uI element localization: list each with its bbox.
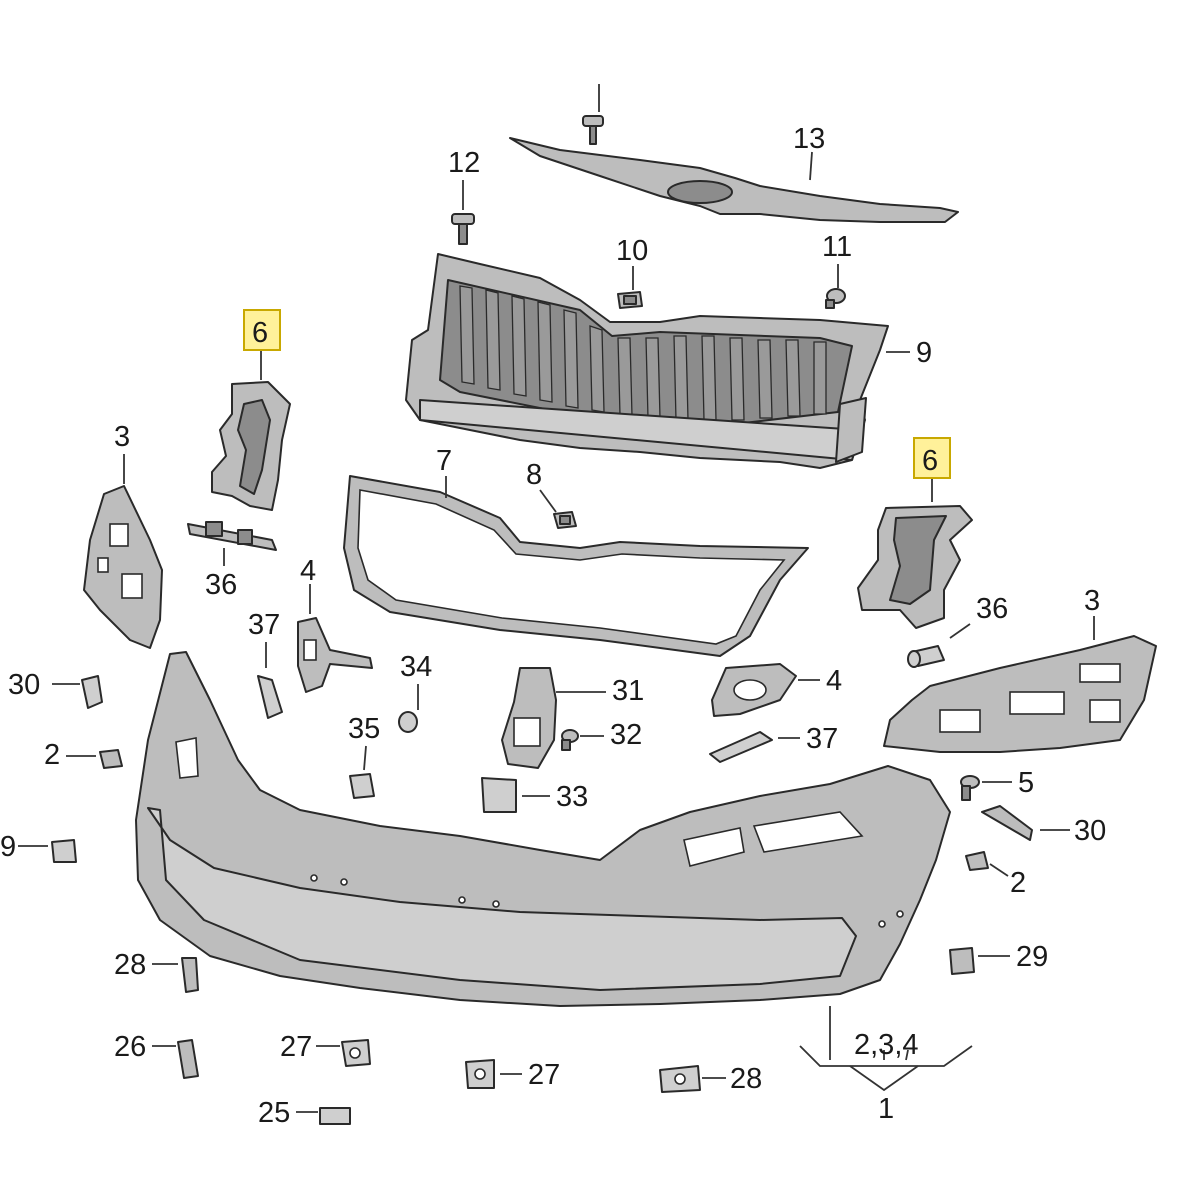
- clip-2-right[interactable]: [965, 851, 989, 871]
- highlight-6-right: [913, 437, 951, 479]
- part-6-left-bracket[interactable]: [211, 381, 291, 511]
- clip-8[interactable]: [553, 511, 577, 529]
- callout-8: 8: [526, 459, 542, 491]
- screw-11[interactable]: [825, 288, 846, 309]
- callout-4-right: 4: [826, 665, 842, 697]
- part-30-left[interactable]: [81, 675, 103, 709]
- part-4-left-trim[interactable]: [297, 617, 373, 693]
- callout-28-bottom: 28: [730, 1063, 762, 1095]
- callout-3-left: 3: [114, 421, 130, 453]
- part-6-right-bracket[interactable]: [857, 505, 973, 629]
- part-28-bottom-clip[interactable]: [659, 1065, 701, 1093]
- part-25-clip[interactable]: [319, 1107, 351, 1125]
- part-37-left-cap[interactable]: [257, 675, 283, 719]
- callout-13: 13: [793, 123, 825, 155]
- part-36-right[interactable]: [907, 645, 945, 668]
- part-37-right-cap[interactable]: [709, 731, 773, 763]
- callout-26: 26: [114, 1031, 146, 1063]
- highlight-6-left: [243, 309, 281, 351]
- screw-12[interactable]: [451, 213, 475, 245]
- callout-11: 11: [822, 231, 852, 263]
- callout-1: 1: [878, 1093, 894, 1125]
- grille-slats: [459, 285, 827, 421]
- callout-12: 12: [448, 147, 480, 179]
- part-31-bracket[interactable]: [501, 667, 557, 769]
- part-1-bumper-cover[interactable]: [135, 651, 951, 1007]
- part-4-right-trim[interactable]: [711, 663, 797, 717]
- assembly-bracket: [799, 1006, 973, 1092]
- callout-29: 29: [1016, 941, 1048, 973]
- callout-2-right: 2: [1010, 867, 1026, 899]
- part-30-right[interactable]: [981, 805, 1033, 841]
- part-9-left-nut[interactable]: [51, 839, 77, 863]
- callout-7: 7: [436, 445, 452, 477]
- part-13-upper-trim[interactable]: [509, 137, 959, 223]
- callout-27-bottom: 27: [528, 1059, 560, 1091]
- screw-32[interactable]: [561, 729, 579, 751]
- callout-6-left: 6: [252, 317, 268, 349]
- part-7-grille-frame[interactable]: [343, 475, 809, 657]
- callout-2-3-4: 2,3,4: [854, 1029, 919, 1061]
- callout-34: 34: [400, 651, 432, 683]
- part-3-right-bracket[interactable]: [883, 635, 1157, 753]
- callout-27-left: 27: [280, 1031, 312, 1063]
- callout-36-right: 36: [976, 593, 1008, 625]
- part-28-left[interactable]: [181, 957, 199, 993]
- part-9-grille[interactable]: [405, 253, 889, 469]
- screw-5[interactable]: [960, 775, 980, 801]
- clip-10[interactable]: [617, 291, 643, 309]
- callout-35: 35: [348, 713, 380, 745]
- callout-32: 32: [610, 719, 642, 751]
- part-35-sensor[interactable]: [349, 773, 375, 799]
- part-29-clip[interactable]: [949, 947, 975, 975]
- part-34-plug[interactable]: [398, 711, 418, 733]
- part-36-left[interactable]: [187, 521, 277, 551]
- part-26-clip[interactable]: [177, 1039, 199, 1079]
- part-3-left-bracket[interactable]: [83, 485, 163, 649]
- callout-30-left: 30: [8, 669, 40, 701]
- callout-3-right: 3: [1084, 585, 1100, 617]
- callout-37-left: 37: [248, 609, 280, 641]
- callout-36-left: 36: [205, 569, 237, 601]
- callout-25: 25: [258, 1097, 290, 1129]
- callout-31: 31: [612, 675, 644, 707]
- callout-9-grille: 9: [916, 337, 932, 369]
- callout-5: 5: [1018, 767, 1034, 799]
- callout-4-left: 4: [300, 555, 316, 587]
- callout-30-right: 30: [1074, 815, 1106, 847]
- callout-28-left: 28: [114, 949, 146, 981]
- callout-6-right: 6: [922, 445, 938, 477]
- part-33-cover[interactable]: [481, 777, 517, 813]
- part-27-bottom-clip[interactable]: [465, 1059, 495, 1089]
- part-27-left-clip[interactable]: [341, 1039, 371, 1067]
- callout-37-right: 37: [806, 723, 838, 755]
- screw-13[interactable]: [582, 115, 604, 145]
- callout-2-left: 2: [44, 739, 60, 771]
- callout-9-left: 9: [0, 831, 16, 863]
- clip-2-left[interactable]: [99, 749, 123, 769]
- callout-33: 33: [556, 781, 588, 813]
- callout-10: 10: [616, 235, 648, 267]
